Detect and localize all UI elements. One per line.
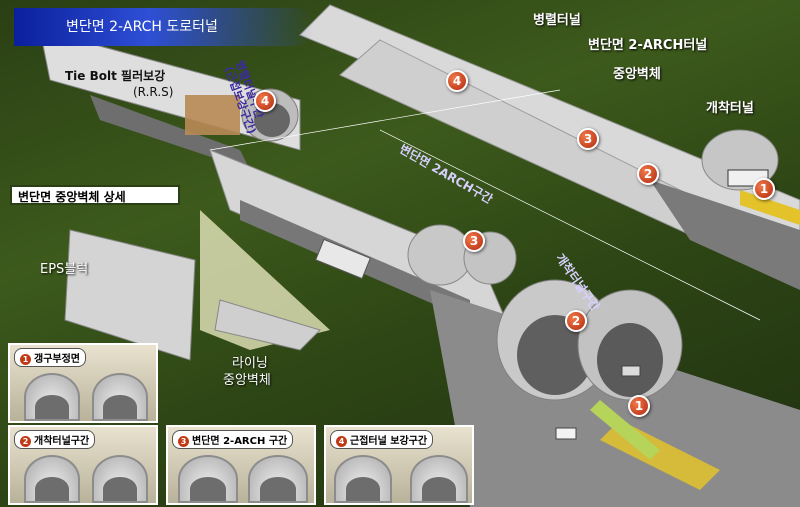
- title-banner: 변단면 2-ARCH 도로터널: [14, 8, 314, 46]
- label-lining: 라이닝: [232, 356, 268, 371]
- label-parallel-tunnel: 병렬터널: [533, 13, 581, 28]
- leader-line: [209, 89, 561, 151]
- badge-1-right: 1: [753, 178, 775, 200]
- page-title: 변단면 2-ARCH 도로터널: [66, 19, 218, 35]
- label-cut-cover-tunnel: 개착터널: [706, 101, 754, 116]
- panel-tunnel-right: [248, 455, 308, 503]
- badge-4-left: 4: [254, 90, 276, 112]
- label-variable-2arch-tunnel: 변단면 2-ARCH터널: [588, 38, 708, 53]
- panel-tunnel-left: [334, 455, 392, 503]
- label-eps-block: EPS블럭: [40, 262, 89, 277]
- car-grey: [621, 365, 641, 377]
- panel-tunnel-right: [410, 455, 468, 503]
- twoarch-mouth-left: [407, 224, 473, 286]
- label-rrs: (R.R.S): [133, 85, 174, 99]
- panel-tunnel-right: [92, 455, 148, 503]
- badge-3-center: 3: [463, 230, 485, 252]
- badge-1-bottom: 1: [628, 395, 650, 417]
- rrs-bolt-area: [185, 95, 240, 135]
- panel-tunnel-right: [92, 373, 148, 421]
- badge-3-right: 3: [577, 128, 599, 150]
- label-center-wall-bottom: 중앙벽체: [223, 373, 271, 388]
- label-tie-bolt: Tie Bolt 필러보강: [65, 69, 166, 83]
- label-center-wall-detail: 변단면 중앙벽체 상세: [10, 185, 180, 205]
- parallel-tunnel-shape: [299, 4, 800, 241]
- panel-tunnel-left: [178, 455, 238, 503]
- lining-strip: [214, 299, 321, 351]
- label-center-wall: 중앙벽체: [613, 67, 661, 82]
- portal-right-inner: [597, 323, 663, 397]
- car-white: [555, 427, 577, 440]
- badge-4-right: 4: [446, 70, 468, 92]
- badge-2-bottom: 2: [565, 310, 587, 332]
- center-wall-block: [64, 229, 196, 361]
- badge-2-right: 2: [637, 163, 659, 185]
- panel-tunnel-left: [24, 373, 80, 421]
- hatched-marking: [740, 190, 800, 225]
- leader-line: [379, 129, 761, 321]
- portal-left-inner: [517, 315, 593, 395]
- panel-tunnel-left: [24, 455, 80, 503]
- bus-shape: [315, 238, 371, 280]
- green-median: [590, 400, 660, 460]
- road-strip: [650, 180, 800, 290]
